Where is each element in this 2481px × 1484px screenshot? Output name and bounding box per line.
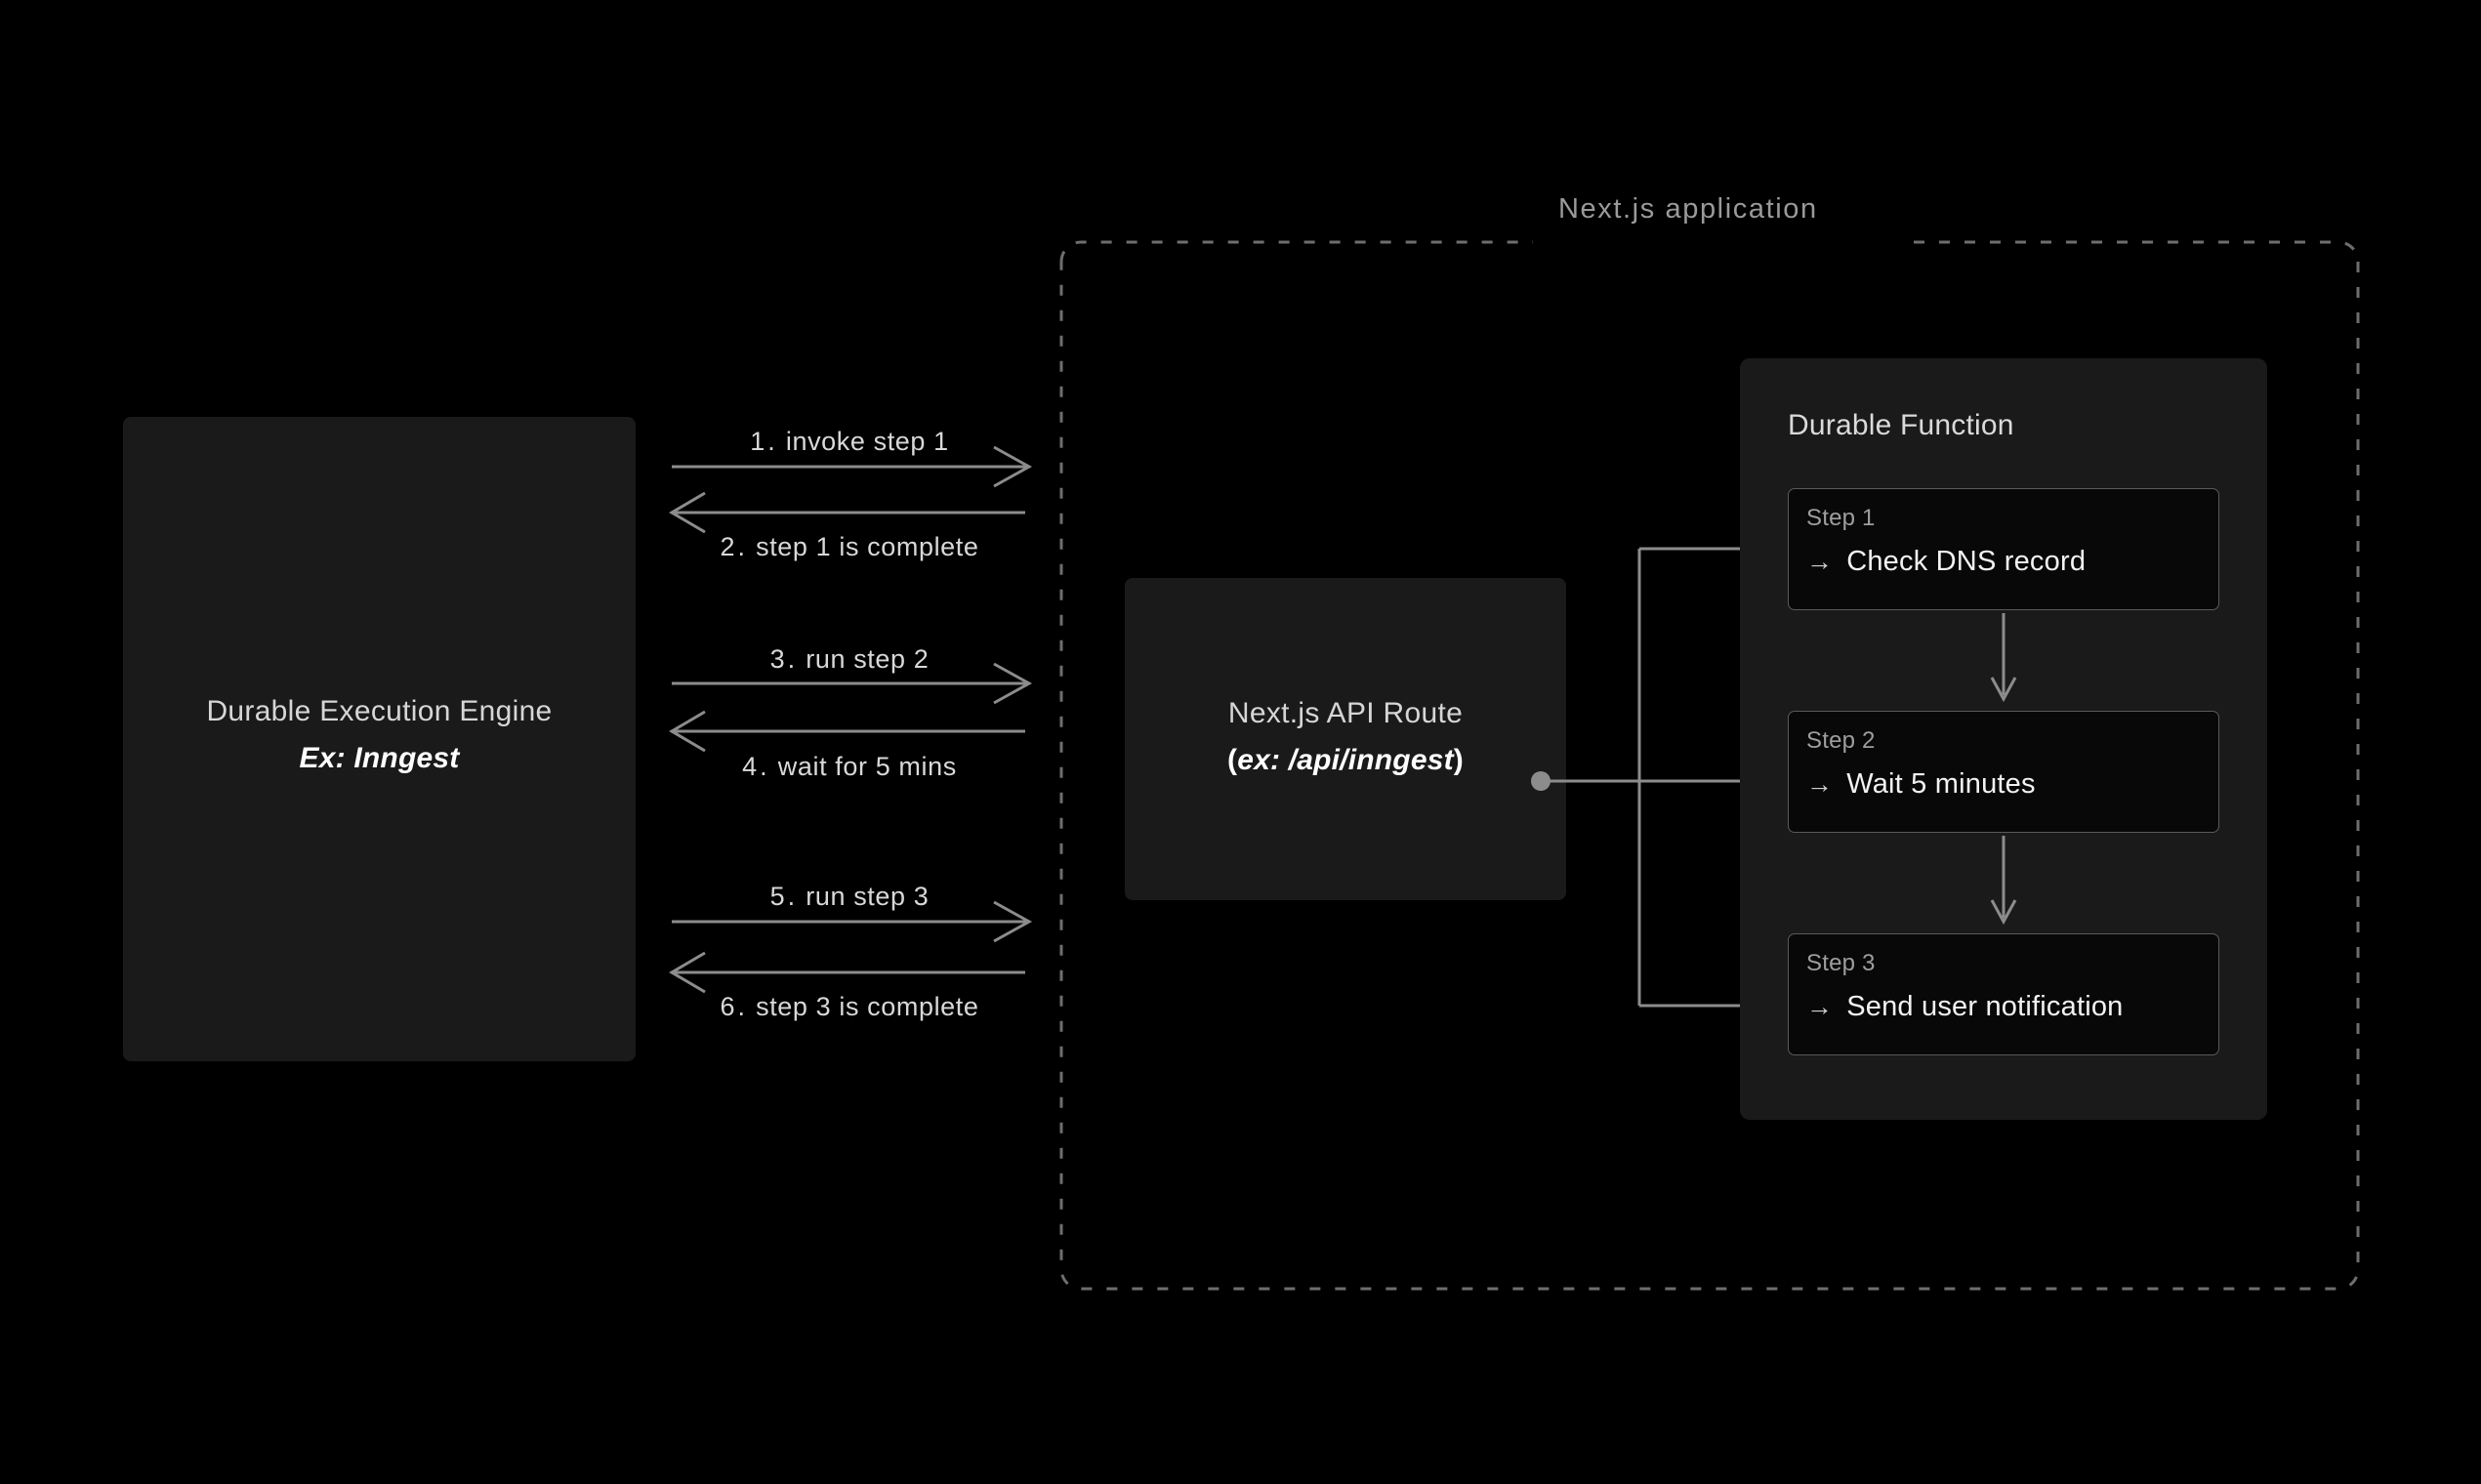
durable-execution-engine-subtitle: Ex: Inngest: [299, 742, 460, 774]
durable-execution-engine-title: Durable Execution Engine: [206, 695, 553, 727]
sequence-text-6: step 3 is complete: [756, 992, 979, 1021]
arrow-head-1: [993, 445, 1033, 488]
sequence-number-4: 4.: [742, 752, 770, 781]
step-1-body: → Check DNS record: [1806, 546, 2086, 578]
arrow-right-icon: →: [1806, 769, 1834, 799]
arrow-head-3: [993, 662, 1033, 705]
nextjs-application-title: Next.js application: [1558, 193, 1818, 225]
arrow-head-6: [669, 951, 706, 994]
step-2-label: Wait 5 minutes: [1846, 768, 2036, 800]
sequence-text-4: wait for 5 mins: [777, 752, 957, 781]
arrow-head-2: [669, 491, 706, 534]
sequence-text-5: run step 3: [806, 882, 930, 911]
sequence-text-2: step 1 is complete: [756, 532, 979, 561]
sequence-number-1: 1.: [750, 427, 778, 456]
durable-function-title: Durable Function: [1788, 409, 2014, 441]
arrow-right-icon: →: [1806, 547, 1834, 576]
arrow-right-icon: →: [1806, 992, 1834, 1021]
sequence-label-3: 3. run step 2: [672, 644, 1027, 675]
sequence-label-5: 5. run step 3: [672, 882, 1027, 912]
nextjs-api-route-title: Next.js API Route: [1227, 697, 1464, 729]
sequence-number-2: 2.: [720, 532, 748, 561]
subtitle-open-paren: (: [1227, 744, 1238, 776]
connector-dot: [1531, 771, 1551, 791]
step-flow-head-1-2: [1990, 677, 2017, 703]
step-flow-head-2-3: [1990, 899, 2017, 926]
nextjs-api-route-subtitle: (ex: /api/inngest): [1125, 744, 1566, 777]
nextjs-api-route-box: [1125, 578, 1566, 900]
sequence-number-5: 5.: [769, 882, 799, 911]
container-top-right-edge: [1914, 240, 2360, 263]
durable-execution-engine-box: [123, 417, 636, 1061]
sequence-number-3: 3.: [769, 644, 799, 674]
subtitle-close-paren: ): [1453, 744, 1464, 776]
sequence-number-6: 6.: [720, 992, 748, 1021]
container-outline: [1059, 262, 2360, 1291]
sequence-label-6: 6. step 3 is complete: [672, 992, 1027, 1022]
sequence-label-2: 2. step 1 is complete: [672, 532, 1027, 562]
subtitle-path: ex: /api/inngest: [1237, 744, 1454, 776]
step-3-body: → Send user notification: [1806, 991, 2124, 1023]
step-card-2[interactable]: Step 2 → Wait 5 minutes: [1788, 711, 2219, 833]
step-card-1[interactable]: Step 1 → Check DNS record: [1788, 488, 2219, 610]
sequence-label-1: 1. invoke step 1: [672, 427, 1027, 457]
step-3-label: Send user notification: [1846, 991, 2124, 1022]
step-3-kicker: Step 3: [1806, 950, 1876, 976]
sequence-label-4: 4. wait for 5 mins: [672, 752, 1027, 782]
step-card-3[interactable]: Step 3 → Send user notification: [1788, 933, 2219, 1055]
step-2-kicker: Step 2: [1806, 727, 1876, 754]
sequence-text-1: invoke step 1: [785, 427, 949, 456]
arrow-head-5: [993, 900, 1033, 943]
sequence-text-3: run step 2: [806, 644, 930, 674]
arrow-head-4: [669, 710, 706, 753]
step-2-body: → Wait 5 minutes: [1806, 768, 2036, 801]
container-top-left-edge: [1059, 240, 1533, 263]
step-1-kicker: Step 1: [1806, 505, 1876, 531]
step-1-label: Check DNS record: [1846, 546, 2087, 577]
